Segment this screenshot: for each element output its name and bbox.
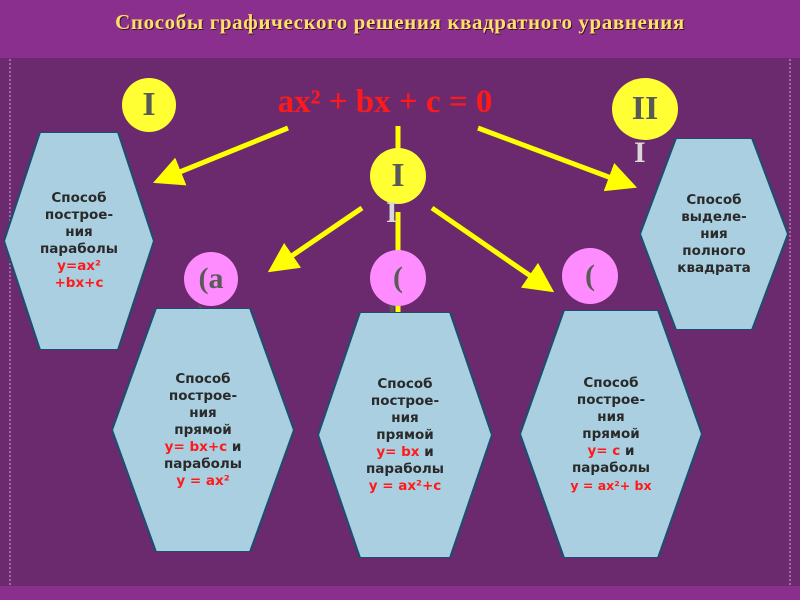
arrow-to-square [477, 125, 638, 192]
method-v-and: и [620, 442, 635, 459]
method-square-line: квадрата [677, 259, 751, 276]
method-a-line: построе- [168, 387, 238, 404]
method-b-hexagon: Способ построе- ния прямой y= bx и параб… [318, 312, 492, 558]
method-v-hexagon: Способ построе- ния прямой y= c и парабо… [520, 310, 702, 558]
method-a-line: Способ [175, 370, 231, 387]
method-a-parabola-formula: y = ax² [176, 472, 230, 489]
method-a-hexagon: Способ построе- ния прямой y= bx+c и пар… [112, 308, 294, 552]
right-border-dots [788, 58, 792, 586]
method-b-line: построе- [370, 392, 440, 409]
method-b-line: ния [391, 409, 419, 426]
method-parabola-formula: y=ax² [57, 258, 101, 274]
slide-title: Способы графического решения квадратного… [115, 10, 685, 34]
method-parabola-line: Способ [51, 190, 107, 206]
badge-variant-v: ( [562, 248, 618, 304]
method-square-hexagon: Способ выделе- ния полного квадрата [640, 138, 788, 330]
arrow-to-a [267, 205, 364, 273]
method-parabola-line: ния [65, 224, 93, 240]
method-b-line: прямой [376, 426, 434, 443]
method-parabola-hexagon: Способ построе- ния параболы y=ax² +bx+c [4, 132, 154, 350]
bottom-bar [0, 586, 800, 600]
method-v-line: Способ [583, 374, 639, 391]
method-b-parabola-word: параболы [365, 460, 444, 477]
method-b-and: и [419, 443, 434, 460]
header-bar [0, 0, 800, 58]
method-a-parabola-word: параболы [163, 455, 242, 472]
method-v-parabola-word: параболы [571, 459, 650, 476]
badge-method-2: I [370, 148, 426, 204]
badge-method-3-suffix: I [634, 136, 646, 169]
method-parabola-line: построе- [44, 207, 114, 223]
method-parabola-formula: +bx+c [54, 275, 104, 291]
method-a-and: и [227, 438, 242, 455]
badge-variant-a: (а [184, 252, 238, 306]
method-a-line-formula: y= bx+c [164, 438, 228, 455]
equation: ax² + bx + c = 0 [277, 84, 493, 120]
method-v-line-formula: y= c [587, 442, 621, 459]
badge-variant-b: ( [370, 250, 426, 306]
method-v-line: прямой [582, 425, 640, 442]
method-parabola-line: параболы [39, 241, 118, 257]
arrow-to-v [430, 205, 555, 293]
badge-method-1: I [122, 78, 176, 132]
method-b-line-formula: y= bx [376, 443, 420, 460]
method-b-line: Способ [377, 375, 433, 392]
method-square-line: полного [682, 242, 746, 259]
badge-method-3: II [612, 78, 678, 140]
left-border-dots [8, 58, 12, 586]
arrow-to-parabola [153, 125, 289, 186]
method-a-line: ния [189, 404, 217, 421]
method-square-line: ния [700, 225, 728, 242]
method-v-line: построе- [576, 391, 646, 408]
method-v-parabola-formula: y = ax²+ bx [570, 477, 652, 493]
badge-method-2-suffix: I [386, 196, 398, 229]
method-a-line: прямой [174, 421, 232, 438]
method-v-line: ния [597, 408, 625, 425]
method-square-line: Способ [686, 191, 742, 208]
method-square-line: выделе- [681, 208, 747, 225]
method-b-parabola-formula: y = ax²+c [368, 477, 442, 494]
